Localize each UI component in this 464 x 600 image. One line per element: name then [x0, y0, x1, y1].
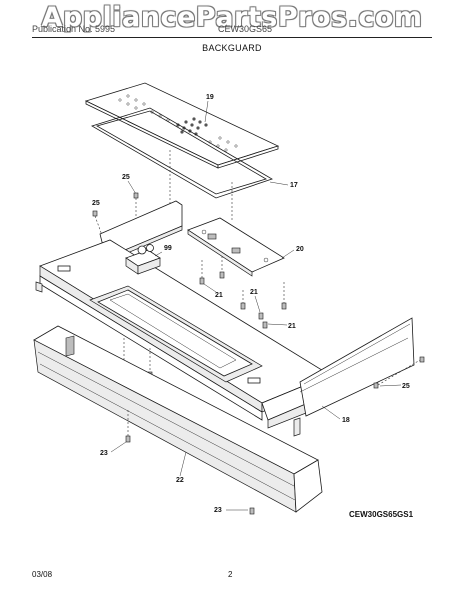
- callout-22: 22: [176, 477, 184, 484]
- callout-25-right: 25: [402, 383, 410, 390]
- footer-date: 03/08: [32, 570, 53, 579]
- callout-17: 17: [290, 182, 298, 189]
- callout-25-top: 25: [122, 174, 130, 181]
- screw-left: [92, 210, 98, 217]
- transformer: [125, 244, 161, 275]
- section-title: BACKGUARD: [202, 43, 262, 53]
- callout-23-b: 23: [214, 507, 222, 514]
- gasket: [91, 107, 273, 199]
- callout-19: 19: [206, 94, 214, 101]
- board-screws: [199, 271, 287, 329]
- footer-page-number: 2: [228, 570, 233, 579]
- model-number: CEW30GS65: [218, 24, 273, 34]
- control-board: [187, 217, 285, 277]
- figure-code: CEW30GS65GS1: [349, 510, 414, 519]
- screw-right: [373, 356, 425, 389]
- front-trim: [33, 325, 323, 513]
- backguard-body: [35, 200, 415, 437]
- screw-top-left: [133, 192, 139, 199]
- watermark: AppliancePartsPros.com: [41, 2, 423, 33]
- callout-21-c: 21: [288, 323, 296, 330]
- callout-21-a: 21: [215, 292, 223, 299]
- overlay-panel: [84, 82, 280, 169]
- header-rule: [32, 37, 432, 38]
- callout-18: 18: [342, 417, 350, 424]
- publication-number: Publication No. 5995: [32, 24, 116, 34]
- callout-21-b: 21: [250, 289, 258, 296]
- callout-25-left: 25: [92, 200, 100, 207]
- callout-20: 20: [296, 246, 304, 253]
- callout-99: 99: [164, 245, 172, 252]
- callout-23-a: 23: [100, 450, 108, 457]
